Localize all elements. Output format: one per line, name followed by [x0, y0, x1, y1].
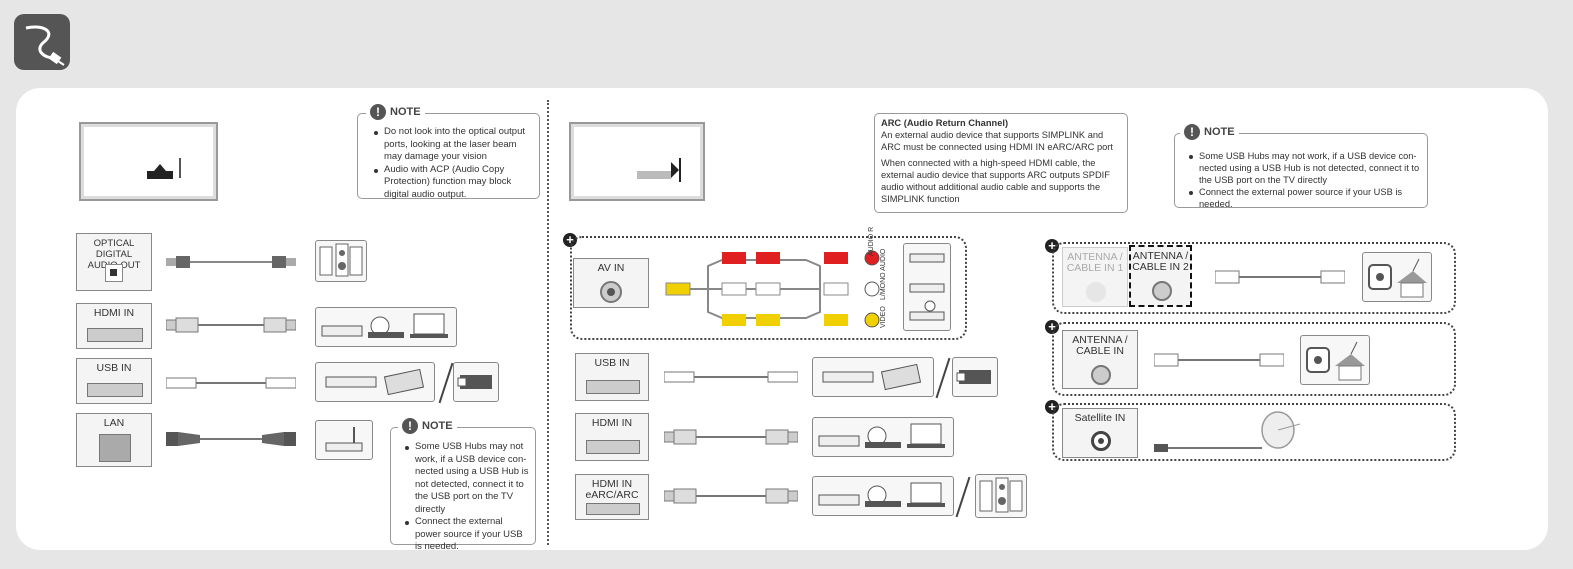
dual-antenna-group	[1052, 242, 1456, 314]
tv-back-diagram-left	[79, 122, 218, 201]
note-usb-left: Some USB Hubs may not work, if a USB dev…	[390, 427, 536, 552]
hdmi-cable-middle	[664, 428, 798, 446]
note-item: Some USB Hubs may not work, if a USB dev…	[405, 441, 529, 515]
usb-hdd-device-icon	[812, 357, 934, 397]
router-device-icon	[315, 420, 373, 460]
speaker-device-icon	[975, 474, 1027, 518]
av-jack-label-video: VIDEO	[880, 306, 887, 328]
arc-info-box: ARC (Audio Return Channel) An external a…	[874, 113, 1128, 213]
antenna-group	[1052, 322, 1456, 396]
player-device-icon	[315, 307, 457, 347]
note-usb-right: Some USB Hubs may not work, if a USB dev…	[1174, 133, 1428, 210]
coax-cable-2	[1154, 351, 1284, 369]
port-usb-middle: USB IN	[575, 353, 649, 401]
warning-icon: !	[370, 104, 386, 120]
port-antenna: ANTENNA / CABLE IN	[1062, 330, 1138, 389]
lan-cable	[166, 429, 296, 449]
usb-hdd-device-icon	[315, 362, 435, 402]
wall-outlet-antenna-icon	[1362, 252, 1432, 302]
port-optical: OPTICAL DIGITAL AUDIO OUT	[76, 233, 152, 291]
note-item: Connect the external power source if you…	[405, 516, 530, 554]
hdmi-cable-left	[166, 316, 296, 334]
arc-title: ARC (Audio Return Channel)	[881, 118, 1009, 128]
satellite-group	[1052, 403, 1456, 461]
note-heading: ! NOTE	[398, 418, 457, 434]
port-av-in: AV IN	[573, 258, 649, 308]
optical-cable	[166, 253, 296, 271]
port-hdmi-left: HDMI IN	[76, 303, 152, 349]
cable-icon	[14, 14, 70, 70]
usb-stick-icon	[952, 357, 998, 397]
note-heading: ! NOTE	[366, 104, 425, 120]
usb-stick-icon	[453, 362, 499, 402]
port-antenna-1: ANTENNA / CABLE IN 1	[1062, 247, 1128, 307]
arc-paragraph-2: When connected with a high-speed HDMI ca…	[881, 158, 1110, 204]
warning-icon: !	[1184, 124, 1200, 140]
note-item: Some USB Hubs may not work, if a USB dev…	[1189, 151, 1420, 185]
optical-jack-icon	[105, 264, 123, 282]
coax-cable-1	[1215, 268, 1345, 286]
port-satellite: Satellite IN	[1062, 408, 1138, 458]
av-jack-label-audio-r: AUDIO R	[868, 226, 875, 256]
usb-cable-left	[166, 374, 296, 392]
port-usb-left: USB IN	[76, 358, 152, 404]
satellite-dish-icon	[1154, 410, 1314, 458]
note-optical: Do not look into the optical output port…	[357, 113, 540, 202]
section-divider	[547, 100, 549, 545]
tv-back-diagram-middle	[569, 122, 705, 201]
wall-outlet-antenna-icon	[1300, 335, 1370, 385]
port-antenna-2: ANTENNA / CABLE IN 2	[1129, 245, 1192, 307]
av-connection-group	[570, 236, 967, 340]
port-lan: LAN	[76, 413, 152, 467]
hdmi-earc-cable	[664, 487, 798, 505]
note-item: Connect the external power source if you…	[1189, 186, 1421, 210]
av-player-device-icon	[903, 243, 951, 331]
arc-paragraph-1: An external audio device that supports S…	[881, 129, 1113, 152]
note-item: Do not look into the optical output port…	[374, 126, 533, 164]
note-item: Audio with ACP (Audio Copy Protection) f…	[374, 164, 533, 202]
warning-icon: !	[402, 418, 418, 434]
usb-cable-middle	[664, 368, 798, 386]
player-device-icon	[812, 476, 954, 516]
player-device-icon	[812, 417, 954, 457]
speaker-device-icon	[315, 240, 367, 282]
port-hdmi-middle: HDMI IN	[575, 413, 649, 461]
note-heading: ! NOTE	[1180, 124, 1239, 140]
av-jack-label-lmono: L/MONO AUDIO	[880, 248, 887, 300]
av-cable-bundle	[664, 246, 888, 330]
port-hdmi-earc: HDMI IN eARC/ARC	[575, 474, 649, 520]
